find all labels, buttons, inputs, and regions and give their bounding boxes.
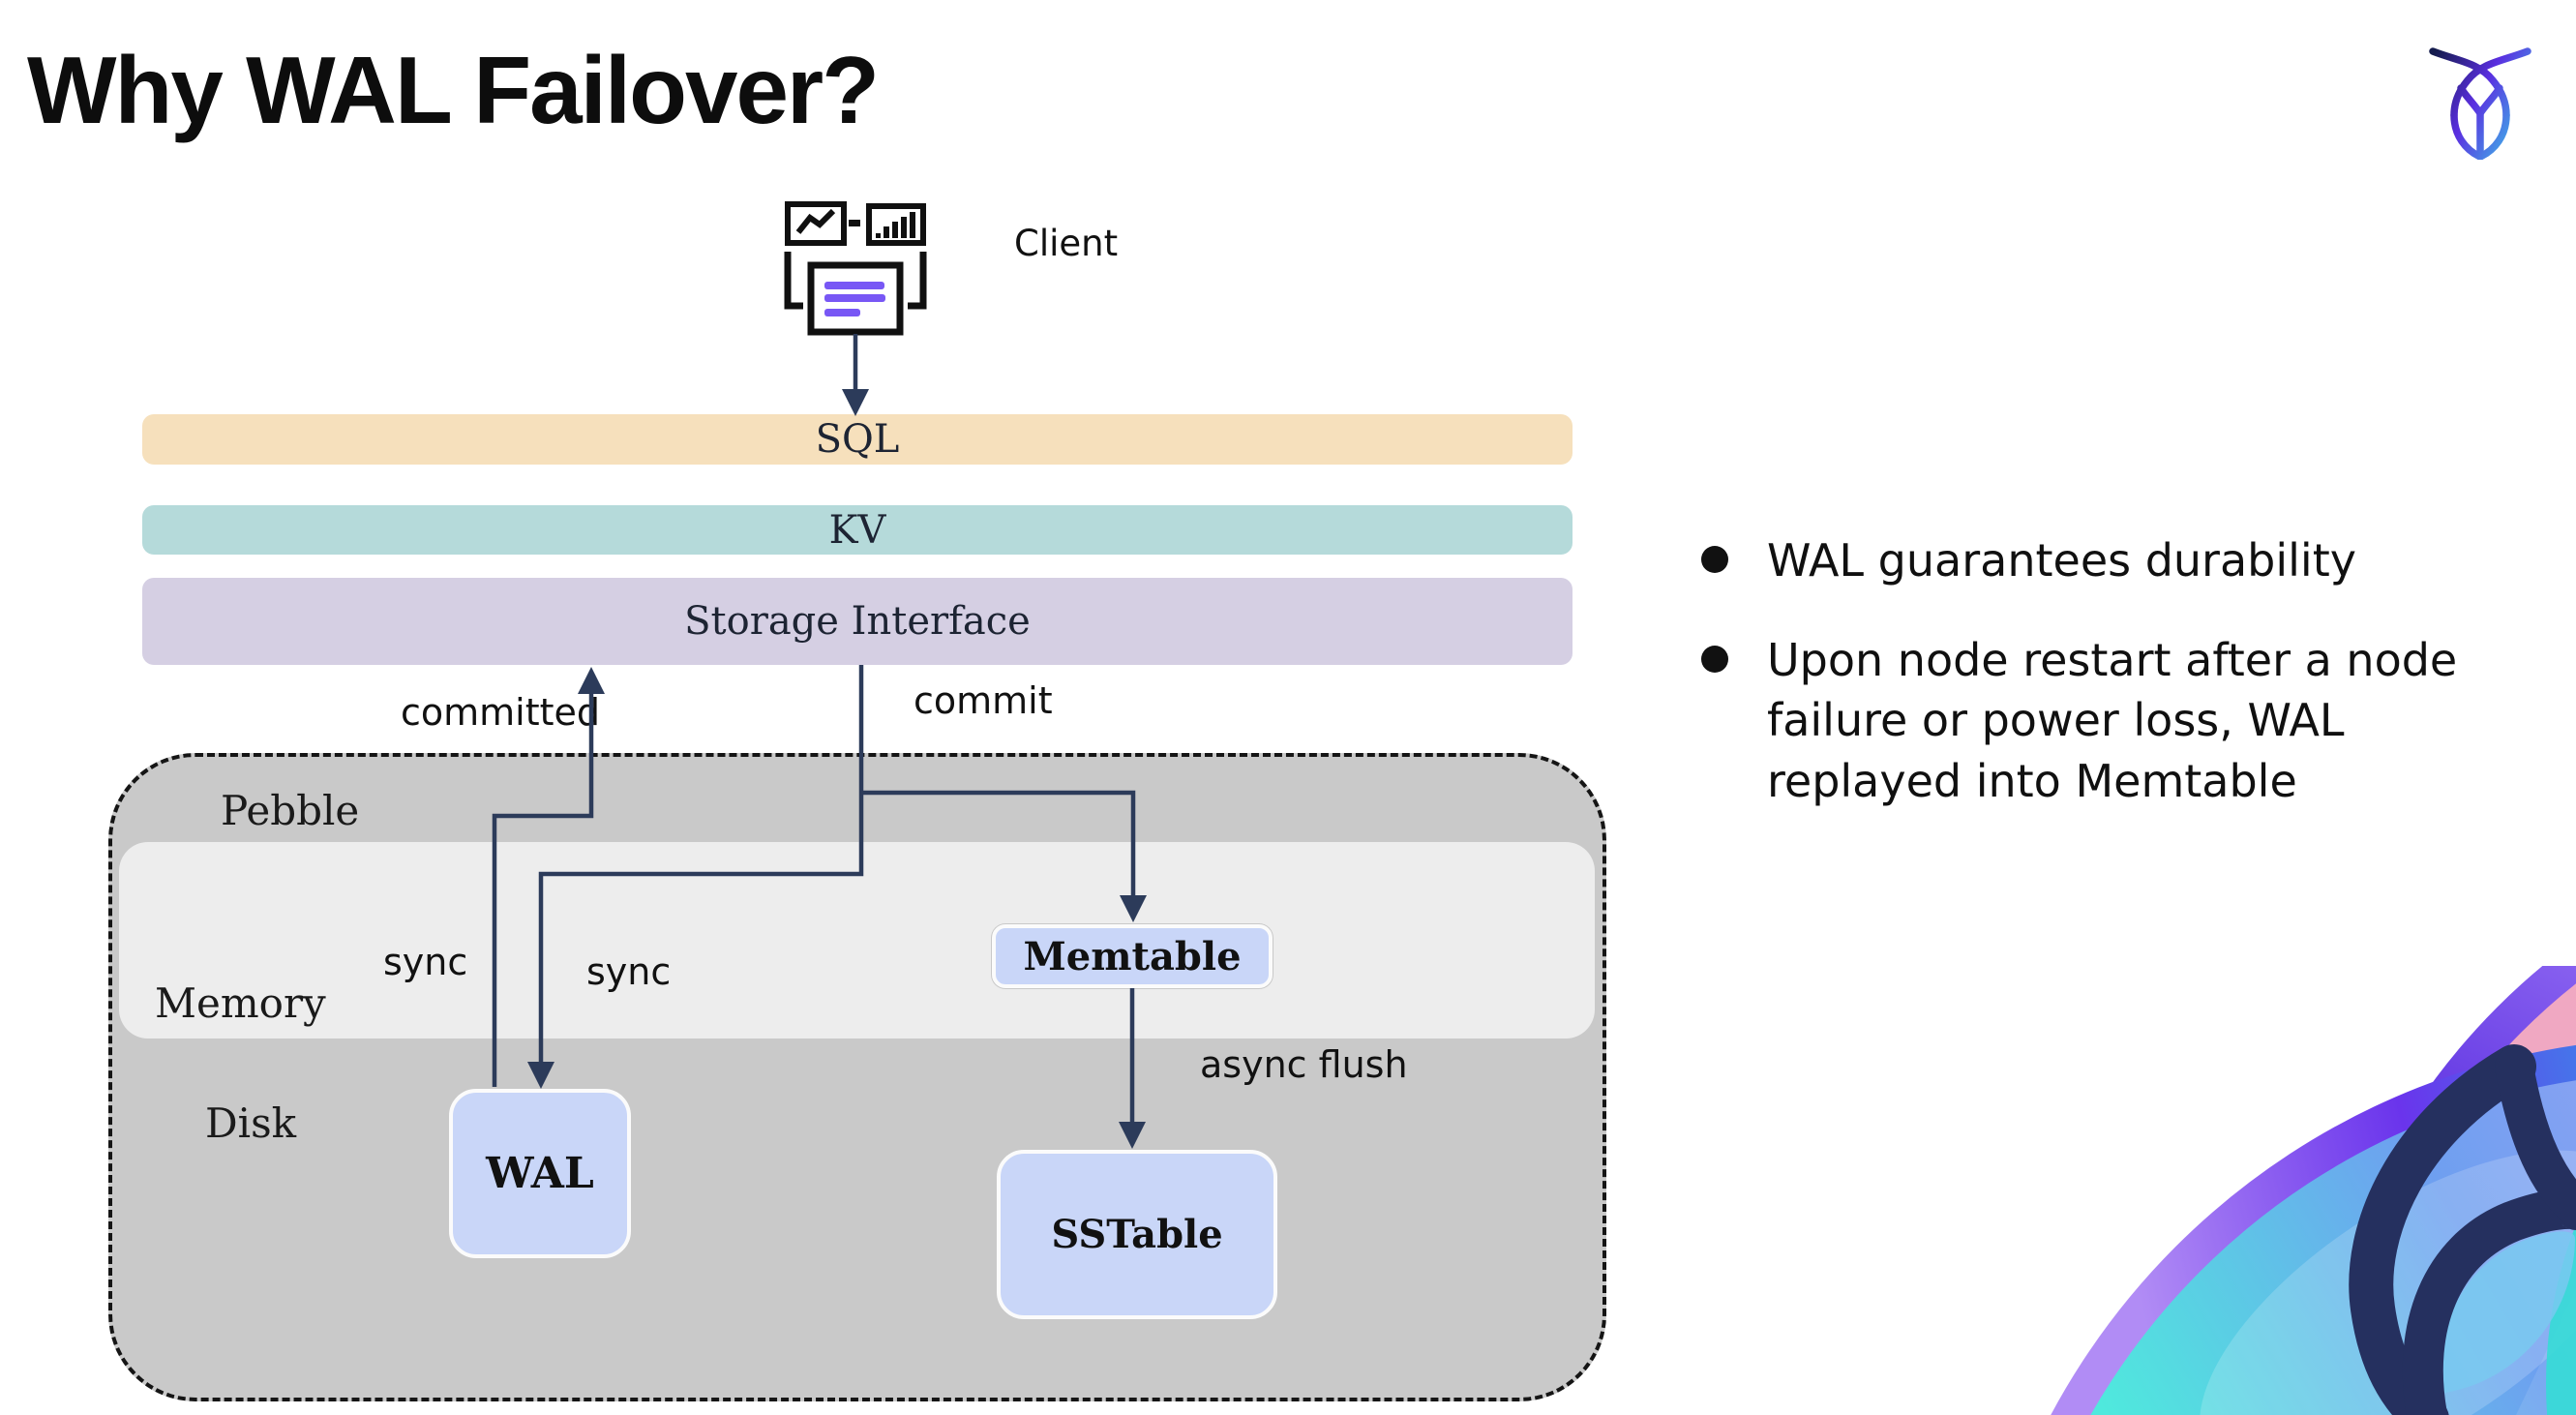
- client-label: Client: [1014, 223, 1119, 264]
- bullet-item: WAL guarantees durability: [1695, 530, 2508, 591]
- kv-layer-bar: KV: [142, 505, 1573, 555]
- bullet-item: Upon node restart after a node failure o…: [1695, 630, 2508, 812]
- storage-interface-layer-bar: Storage Interface: [142, 578, 1573, 665]
- commit-label: commit: [914, 679, 1053, 722]
- bullet-list: WAL guarantees durability Upon node rest…: [1695, 530, 2508, 850]
- async-flush-label: async flush: [1200, 1043, 1408, 1086]
- bullet-dot: [1701, 645, 1728, 673]
- commit-sync-wal-arrowhead: [527, 1062, 554, 1089]
- committed-arrowhead: [578, 667, 605, 694]
- commit-sync-wal-arrow: [538, 665, 864, 1062]
- sstable-node: SSTable: [997, 1150, 1277, 1319]
- teal-ring: [2546, 1224, 2576, 1415]
- brand-artwork: [2013, 966, 2576, 1415]
- sync-right-label: sync: [586, 950, 672, 993]
- page-title: Why WAL Failover?: [27, 37, 880, 143]
- committed-label: committed: [401, 691, 601, 734]
- leaf-outlines: [2349, 1044, 2576, 1415]
- committed-arrow: [492, 694, 594, 1087]
- client-to-sql-arrowhead: [842, 389, 869, 416]
- sql-layer-bar: SQL: [142, 414, 1573, 465]
- cockroachdb-logo-icon: [2429, 47, 2531, 160]
- sync-left-label: sync: [383, 941, 468, 983]
- client-icon: [784, 201, 927, 336]
- brand-artwork-svg: [2051, 966, 2576, 1415]
- wal-node: WAL: [449, 1089, 631, 1258]
- commit-memtable-arrow: [861, 790, 1136, 895]
- bullet-dot: [1701, 546, 1728, 573]
- pebble-label: Pebble: [221, 787, 360, 834]
- memory-label: Memory: [155, 979, 326, 1027]
- disk-label: Disk: [205, 1099, 297, 1147]
- bullet-text: WAL guarantees durability: [1767, 534, 2356, 587]
- bullet-text: Upon node restart after a node failure o…: [1767, 633, 2458, 807]
- commit-memtable-arrowhead: [1120, 895, 1147, 922]
- async-flush-arrowhead: [1119, 1122, 1146, 1149]
- memtable-node: Memtable: [992, 924, 1273, 988]
- leaf-fill: [2438, 1231, 2575, 1394]
